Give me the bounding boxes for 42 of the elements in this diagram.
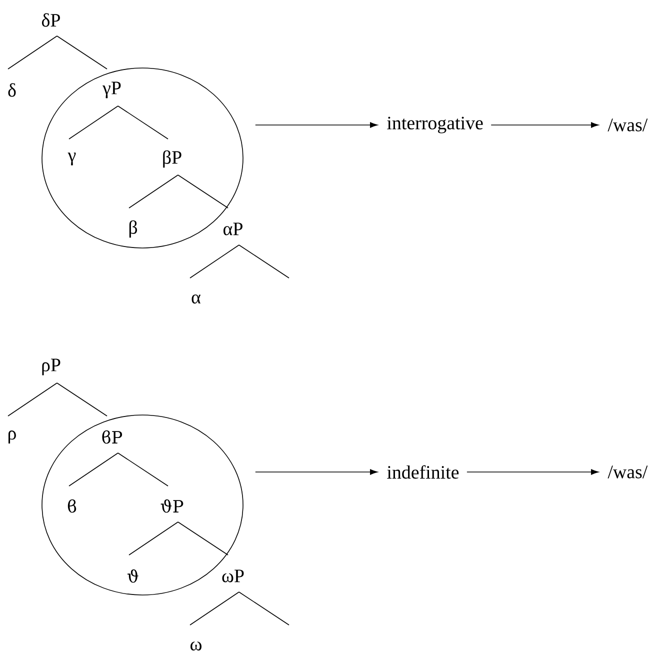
tree-label: ϐ bbox=[68, 499, 76, 513]
tree-branch bbox=[238, 592, 290, 626]
arrow bbox=[490, 122, 599, 128]
tree-branch bbox=[118, 106, 168, 140]
tree-branch bbox=[68, 106, 118, 140]
tree-label: δ bbox=[8, 83, 16, 97]
output-label: interrogative bbox=[387, 116, 483, 134]
output-label: indefinite bbox=[387, 465, 459, 479]
tree-branch bbox=[118, 452, 168, 486]
tree-label: α bbox=[192, 294, 201, 304]
circle-outline bbox=[42, 68, 244, 248]
tree-label: γ bbox=[68, 152, 76, 166]
tree-label: αP bbox=[224, 222, 242, 236]
output-label: /was/ bbox=[608, 118, 648, 132]
arrow bbox=[466, 469, 599, 475]
tree-label: γP bbox=[102, 82, 121, 98]
tree-label: ϐP bbox=[102, 430, 122, 444]
tree-label: β bbox=[129, 220, 138, 238]
tree-branch bbox=[56, 382, 108, 416]
tree-branch bbox=[8, 382, 58, 416]
tree-label: ω bbox=[190, 641, 202, 651]
tree-label: ρP bbox=[42, 358, 60, 376]
tree-label: ρ bbox=[8, 430, 16, 444]
tree-label: βP bbox=[163, 150, 182, 168]
tree-label: ϑ bbox=[128, 569, 138, 583]
arrow bbox=[255, 122, 378, 128]
tree-label: δP bbox=[42, 13, 60, 27]
tree-label: ϑP bbox=[160, 499, 184, 513]
tree-label: ωP bbox=[222, 570, 244, 582]
tree-branch bbox=[190, 592, 240, 626]
output-label: /was/ bbox=[608, 466, 648, 478]
tree-branch bbox=[128, 174, 178, 208]
tree-branch bbox=[8, 36, 58, 70]
circle-outline bbox=[42, 414, 244, 596]
arrow bbox=[255, 469, 378, 475]
tree-branch bbox=[238, 244, 290, 278]
tree-branch bbox=[68, 452, 118, 486]
tree-branch bbox=[128, 522, 178, 556]
tree-branch bbox=[178, 522, 228, 556]
tree-branch bbox=[190, 244, 240, 278]
tree-branch bbox=[178, 174, 228, 208]
tree-branch bbox=[56, 36, 108, 70]
